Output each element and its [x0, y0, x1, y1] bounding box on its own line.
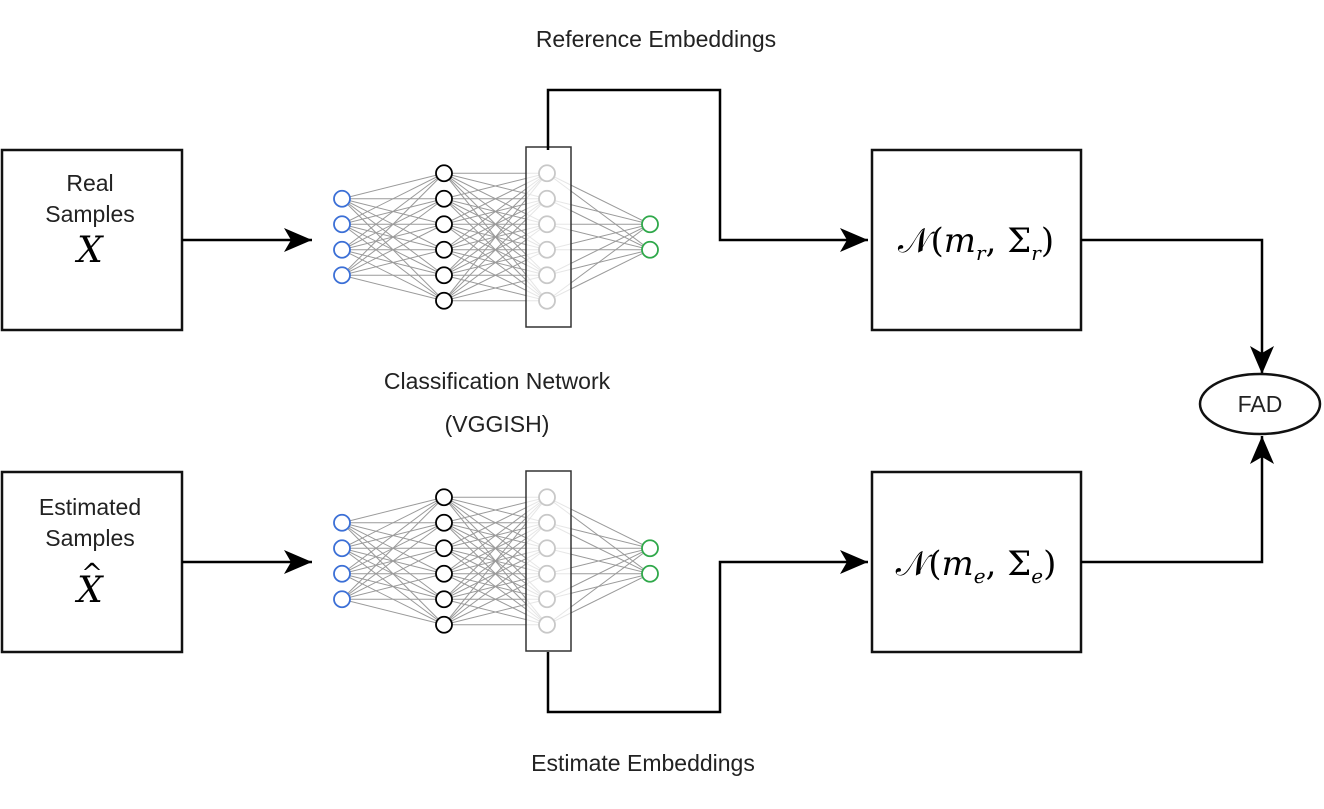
gaussian-r-prefix: 𝒩(: [898, 221, 944, 261]
gaussian-r-suffix: ): [1041, 221, 1054, 261]
gaussian-e-prefix: 𝒩(: [896, 544, 942, 584]
estimate-to-fad-connector: [1081, 436, 1274, 564]
network-node-layer-2: [435, 164, 453, 183]
estimate-gaussian-formula: 𝒩(me, Σe): [896, 544, 1057, 588]
network-node-layer-4: [641, 564, 659, 583]
gaussian-e-cov-sub: e: [1031, 564, 1043, 588]
gaussian-r-cov-sub: r: [1031, 241, 1042, 265]
network-node-layer-1: [333, 266, 351, 285]
network-edge: [341, 172, 445, 225]
network-node-layer-2: [435, 564, 453, 583]
estimate-embeddings-connector: [546, 550, 868, 714]
network-edge: [341, 496, 445, 524]
network-node-layer-2: [435, 539, 453, 558]
gaussian-e-cov: Σ: [1007, 544, 1031, 584]
estimated-samples-line1: Estimated: [39, 494, 141, 520]
reference-embeddings-connector: [546, 88, 868, 252]
network-edge: [341, 598, 445, 626]
gaussian-r-sep: ,: [986, 221, 1008, 261]
network-node-layer-2: [435, 590, 453, 609]
network-edge: [341, 223, 445, 276]
network-node-layer-2: [435, 215, 453, 234]
real-samples-symbol: X: [74, 230, 104, 271]
network-node-layer-1: [333, 215, 351, 234]
network-node-layer-2: [435, 189, 453, 208]
estimate-embeddings-label: Estimate Embeddings: [531, 750, 755, 776]
network-edge: [341, 274, 445, 302]
gaussian-e-suffix: ): [1043, 544, 1056, 584]
classification-network-top: [333, 146, 659, 328]
network-node-layer-1: [333, 564, 351, 583]
network-node-layer-3: [538, 564, 556, 583]
gaussian-e-sep: ,: [986, 544, 1008, 584]
classification-network-bottom: [333, 470, 659, 652]
network-edge: [341, 573, 445, 600]
network-edge: [341, 547, 445, 600]
gaussian-r-mean: m: [944, 221, 976, 261]
network-label-line2: (VGGISH): [445, 411, 550, 437]
reference-gaussian-box: 𝒩(mr, Σr): [870, 148, 1083, 332]
network-node-layer-3: [538, 240, 556, 259]
estimated-samples-symbol: X: [74, 570, 104, 611]
network-node-layer-4: [641, 240, 659, 259]
network-node-layer-1: [333, 513, 351, 532]
network-node-layer-2: [435, 513, 453, 532]
network-node-layer-3: [538, 488, 556, 507]
network-node-layer-2: [435, 266, 453, 285]
gaussian-r-mean-sub: r: [976, 241, 987, 265]
reference-embeddings-label: Reference Embeddings: [536, 26, 776, 52]
network-node-layer-1: [333, 539, 351, 558]
network-label-line1: Classification Network: [384, 368, 611, 394]
network-node-layer-3: [538, 513, 556, 532]
network-node-layer-4: [641, 215, 659, 234]
network-edge: [341, 496, 445, 549]
network-node-layer-2: [435, 240, 453, 259]
reference-to-fad-connector: [1081, 238, 1274, 374]
network-edge: [341, 172, 445, 276]
network-edge: [341, 249, 445, 276]
estimated-samples-accent: ^: [81, 559, 103, 589]
network-node-layer-3: [538, 291, 556, 310]
estimated-samples-line2: Samples: [45, 525, 134, 551]
network-node-layer-3: [538, 539, 556, 558]
network-edge: [341, 496, 445, 575]
network-node-layer-3: [538, 164, 556, 183]
gaussian-r-cov: Σ: [1007, 221, 1031, 261]
real-samples-box: Real Samples X: [0, 148, 184, 332]
fad-node: FAD: [1198, 372, 1322, 436]
network-node-layer-1: [333, 590, 351, 609]
network-node-layer-3: [538, 189, 556, 208]
network-node-layer-3: [538, 215, 556, 234]
network-node-layer-2: [435, 291, 453, 310]
estimate-gaussian-box: 𝒩(me, Σe): [870, 470, 1083, 654]
network-node-layer-1: [333, 240, 351, 259]
network-node-layer-2: [435, 488, 453, 507]
reference-gaussian-formula: 𝒩(mr, Σr): [898, 221, 1054, 265]
network-node-layer-3: [538, 266, 556, 285]
fad-label: FAD: [1238, 391, 1283, 417]
network-node-layer-3: [538, 590, 556, 609]
real-samples-line1: Real: [66, 170, 113, 196]
network-node-layer-4: [641, 539, 659, 558]
network-edge: [341, 172, 445, 251]
estimated-samples-box: Estimated Samples ^ X: [0, 470, 184, 654]
network-edge: [341, 496, 445, 600]
network-node-layer-3: [538, 615, 556, 634]
real-samples-line2: Samples: [45, 201, 134, 227]
gaussian-e-mean: m: [941, 544, 973, 584]
gaussian-e-mean-sub: e: [974, 564, 986, 588]
network-edge: [341, 522, 445, 600]
network-node-layer-2: [435, 615, 453, 634]
network-edge: [341, 198, 445, 276]
network-edge: [341, 172, 445, 200]
network-node-layer-1: [333, 189, 351, 208]
